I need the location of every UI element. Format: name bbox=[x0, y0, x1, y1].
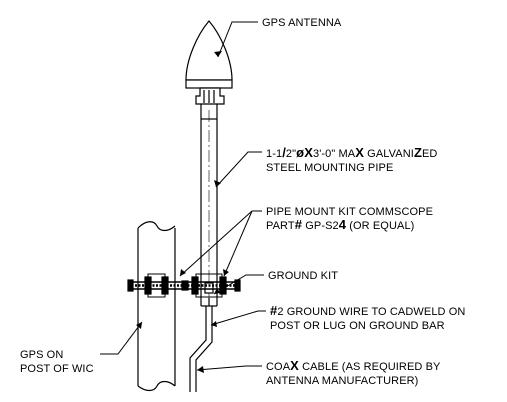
leader-mount-kit-pipe bbox=[223, 210, 253, 277]
cables bbox=[189, 298, 213, 392]
post-top-break bbox=[137, 221, 176, 232]
post-bottom-break bbox=[137, 380, 176, 392]
leader-coax bbox=[196, 365, 262, 371]
label-gps-on-post-line1: GPS ON bbox=[20, 349, 63, 361]
antenna-base-plate bbox=[185, 79, 233, 89]
antenna-adapter bbox=[195, 87, 225, 105]
leader-gps-on-post bbox=[100, 321, 143, 355]
label-gps-antenna: GPS ANTENNA bbox=[262, 17, 342, 29]
label-coax-line1: COAX CABLE (AS REQUIRED BY bbox=[266, 358, 441, 373]
arrow-mount-kit-post bbox=[180, 269, 186, 276]
antenna-dome bbox=[185, 20, 233, 81]
pipe-mount-kit bbox=[127, 273, 241, 298]
arrow-ground-kit bbox=[214, 288, 220, 294]
rod-nut-middle bbox=[181, 280, 189, 291]
wic-post bbox=[137, 221, 176, 392]
label-ground-kit: GROUND KIT bbox=[268, 270, 338, 282]
leader-gps-antenna bbox=[217, 21, 258, 58]
label-ground-wire-line1: #2 GROUND WIRE TO CADWELD ON bbox=[270, 303, 465, 318]
label-mount-kit-line1: PIPE MOUNT KIT COMMSCOPE bbox=[266, 206, 433, 218]
post-clamp-bracket bbox=[147, 273, 166, 298]
arrow-pipe bbox=[214, 180, 221, 187]
coax-cable-right bbox=[195, 306, 213, 392]
pipe-clamp-bracket bbox=[195, 273, 223, 298]
ground-clamp bbox=[204, 282, 214, 294]
arrow-coax bbox=[197, 366, 204, 373]
label-pipe-line2: STEEL MOUNTING PIPE bbox=[266, 162, 393, 174]
leader-pipe bbox=[215, 151, 262, 188]
label-gps-on-post-line2: POST OF WIC bbox=[20, 363, 94, 375]
leader-ground-kit bbox=[213, 274, 264, 295]
arrow-mount-kit-pipe bbox=[223, 269, 229, 276]
coax-cable-left bbox=[189, 306, 207, 392]
mounting-pipe bbox=[200, 104, 218, 307]
label-coax-line2: ANTENNA MANUFACTURER) bbox=[266, 375, 418, 387]
leaders bbox=[100, 21, 266, 371]
leader-ground-wire bbox=[210, 310, 266, 326]
rod-end-nut-left bbox=[127, 279, 134, 292]
arrowheads bbox=[136, 51, 229, 373]
label-mount-kit-line2: PART# GP-S24 (OR EQUAL) bbox=[266, 217, 414, 232]
arrow-gps-antenna bbox=[214, 51, 222, 57]
leader-mount-kit-post bbox=[179, 210, 262, 277]
label-pipe-line1: 1-1/2"øX3'-0" MAX GALVANIZED bbox=[266, 145, 437, 160]
arrow-ground-wire bbox=[211, 321, 217, 327]
clamp-pipe-left bbox=[191, 276, 199, 295]
arrow-gps-on-post bbox=[136, 322, 142, 329]
clamp-pipe-right bbox=[219, 276, 227, 295]
label-ground-wire-line2: POST OR LUG ON GROUND BAR bbox=[270, 320, 445, 332]
gps-antenna bbox=[185, 20, 233, 105]
